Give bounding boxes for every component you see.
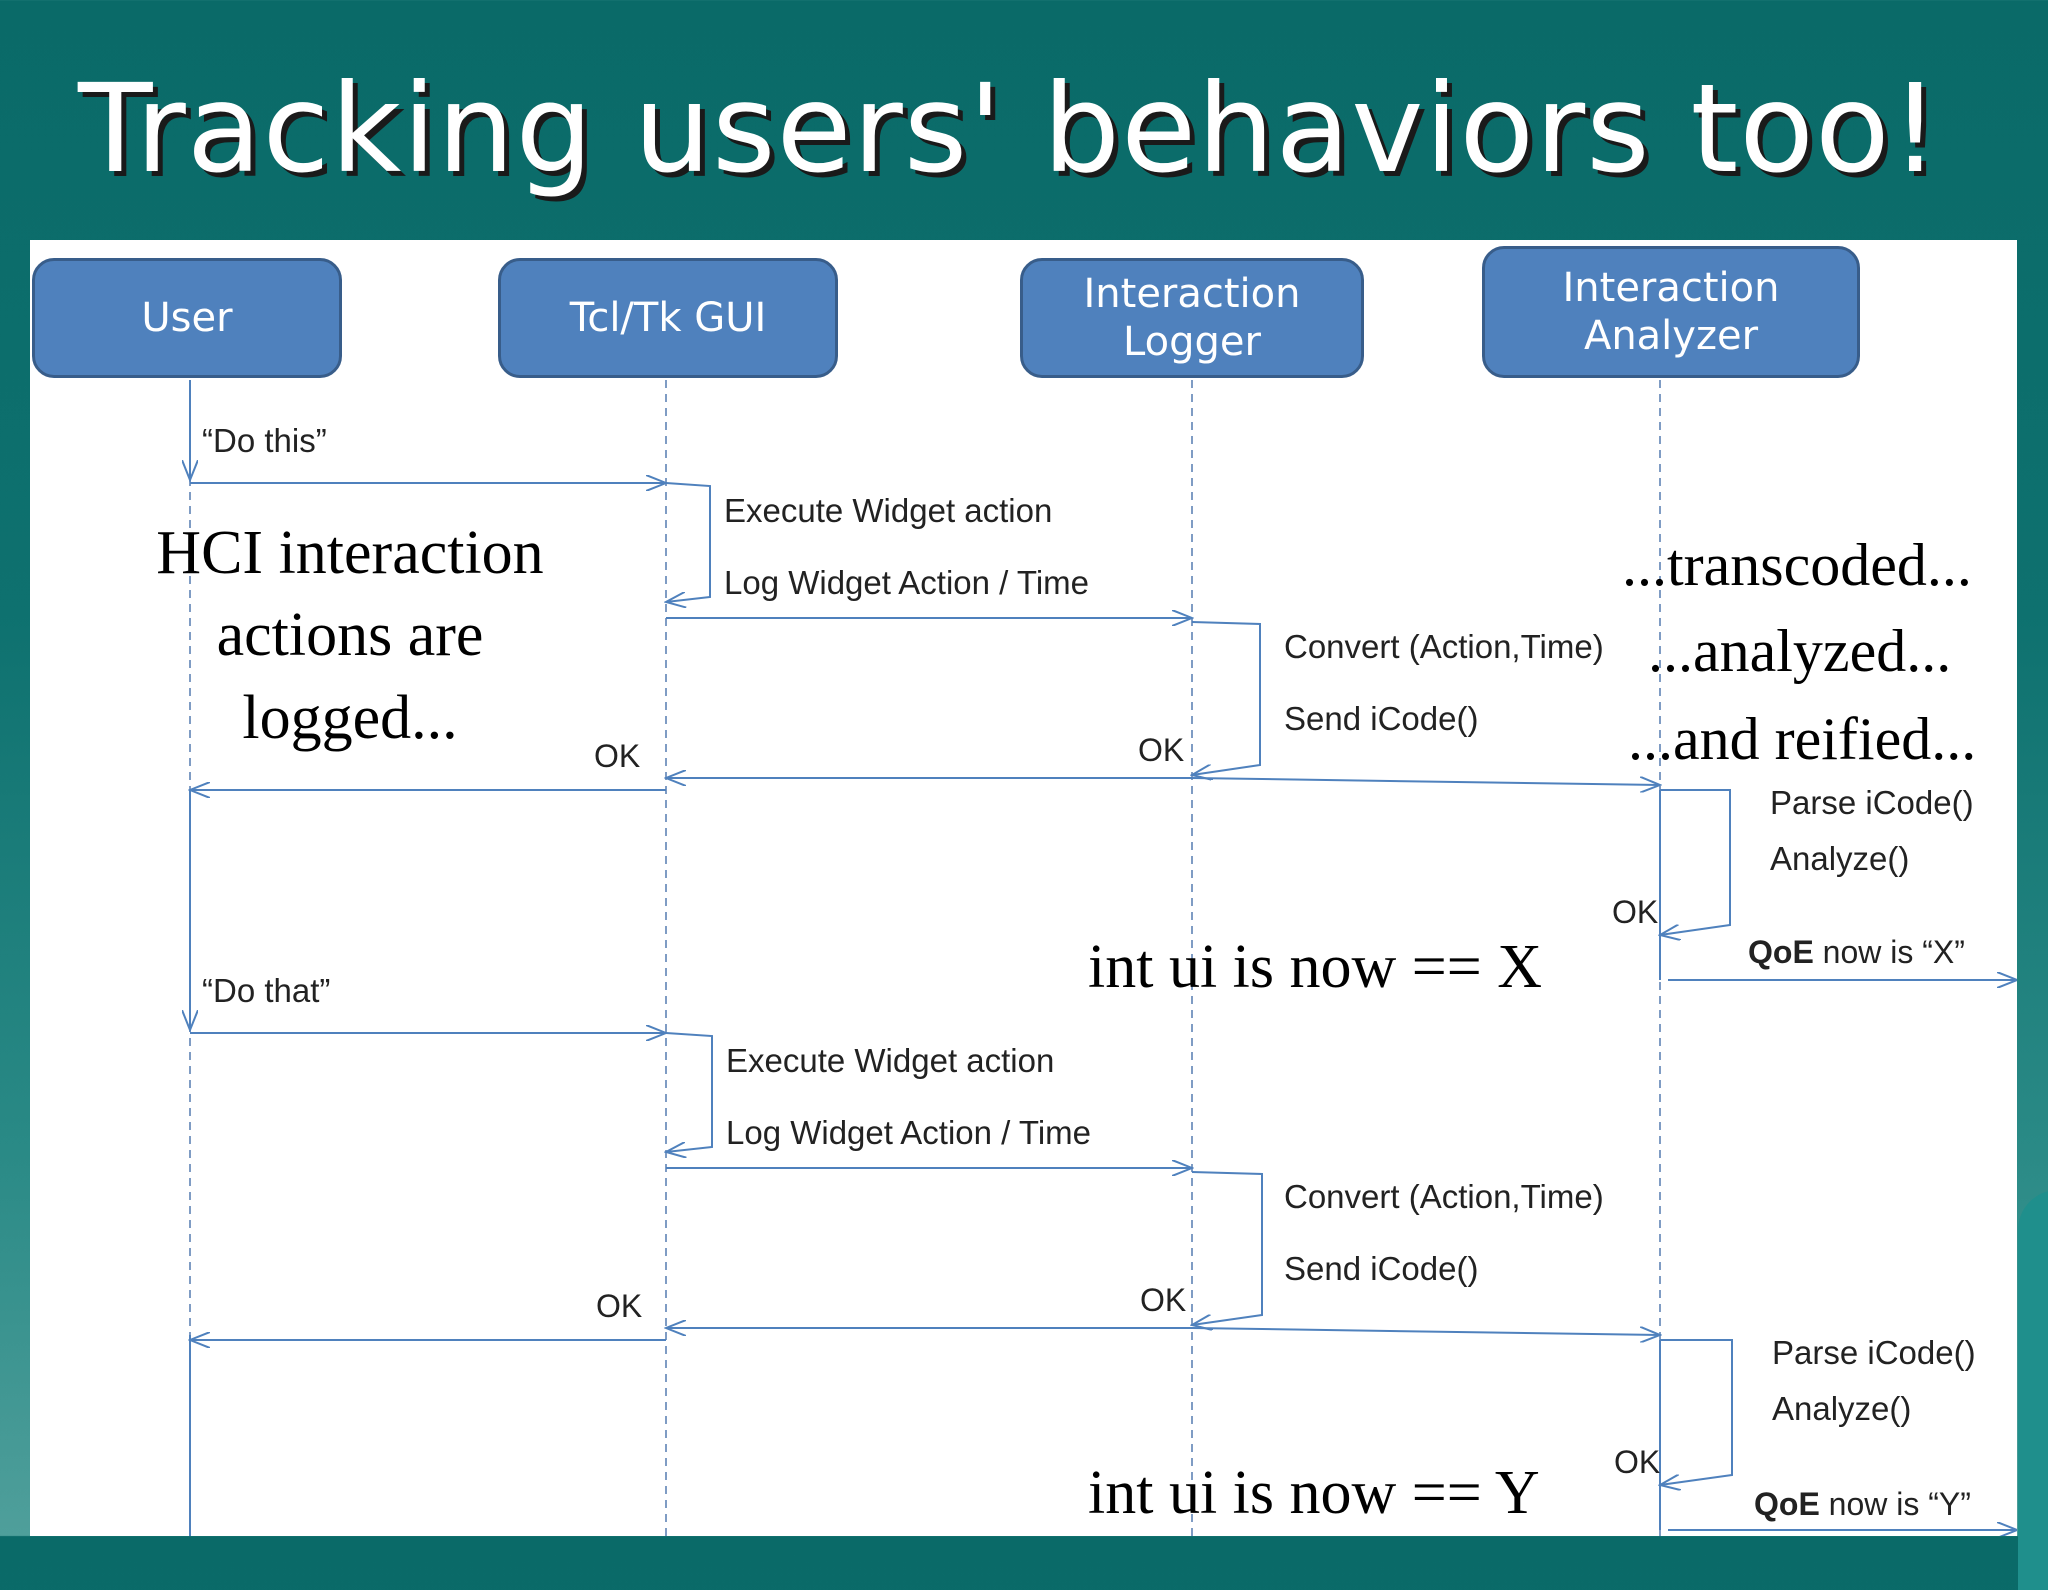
arrow-convert (1192, 621, 1261, 775)
label-ok-logger-2: OK (1140, 1282, 1187, 1318)
participant-analyzer: Interaction Analyzer (1482, 246, 1860, 378)
participant-user: User (32, 258, 342, 378)
participant-gui: Tcl/Tk GUI (498, 258, 838, 378)
label-execute: Execute Widget action (724, 492, 1053, 529)
annotation-analyzed: ...analyzed... (1648, 618, 1952, 684)
label-qoe-y: QoE now is “Y” (1754, 1486, 1971, 1522)
participant-logger: Interaction Logger (1020, 258, 1364, 378)
label-parse: Parse iCode() (1770, 784, 1974, 821)
annotation-ui-x: int ui is now == X (1088, 933, 1543, 1001)
slide-title: Tracking users' behaviors too! (78, 58, 1941, 200)
label-ok-gui-2: OK (596, 1288, 643, 1324)
label-do-that: “Do that” (202, 972, 331, 1009)
label-qoe-x: QoE now is “X” (1748, 934, 1965, 970)
label-ok-gui: OK (594, 738, 641, 774)
label-send-2: Send iCode() (1284, 1250, 1479, 1287)
label-do-this: “Do this” (202, 422, 327, 459)
slide-decoration (2018, 1190, 2048, 1590)
label-parse-2: Parse iCode() (1772, 1334, 1976, 1371)
diagram-lines (30, 380, 2017, 1536)
annotation-transcoded: ...transcoded... (1622, 532, 1972, 598)
annotation-ui-y: int ui is now == Y (1088, 1459, 1540, 1527)
annotation-hci-logged: HCI interaction actions are logged... (156, 519, 544, 752)
sequence-diagram: User Tcl/Tk GUI Interaction Logger Inter… (30, 240, 2017, 1536)
label-ok-logger: OK (1138, 732, 1185, 768)
arrow-execute (666, 482, 711, 602)
arrow-send (1191, 778, 1660, 785)
label-convert-2: Convert (Action,Time) (1284, 1178, 1604, 1215)
label-send: Send iCode() (1284, 700, 1479, 737)
label-log-2: Log Widget Action / Time (726, 1114, 1092, 1151)
label-convert: Convert (Action,Time) (1284, 628, 1604, 665)
label-log: Log Widget Action / Time (724, 564, 1090, 601)
label-execute-2: Execute Widget action (726, 1042, 1055, 1079)
label-ok-analyzer: OK (1612, 894, 1659, 930)
label-analyze-2: Analyze() (1772, 1390, 1912, 1427)
arrow-parse (1660, 789, 1731, 935)
label-ok-analyzer-2: OK (1614, 1444, 1661, 1480)
label-analyze: Analyze() (1770, 840, 1910, 877)
annotation-reified: ...and reified... (1628, 706, 1977, 772)
